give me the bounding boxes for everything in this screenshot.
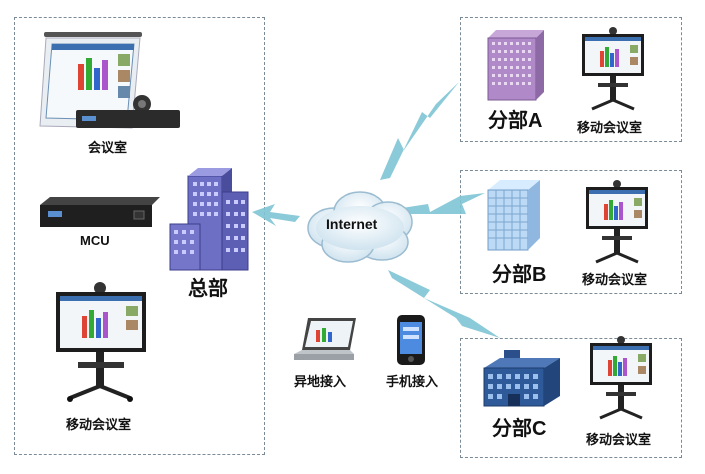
mobile-conference-cart-icon — [56, 282, 146, 402]
hq-region — [14, 17, 265, 455]
phone-access-label: 手机接入 — [386, 374, 439, 389]
branch-b-mobile-room-label: 移动会议室 — [582, 272, 648, 287]
branch-a-mobile-room-label: 移动会议室 — [577, 120, 643, 135]
laptop-icon — [294, 318, 356, 360]
conference-terminal-icon — [76, 95, 180, 128]
branch-c-label: 分部C — [492, 418, 547, 440]
remote-access-label: 异地接入 — [294, 374, 347, 389]
projector-screen-icon — [39, 32, 142, 129]
mobile-phone-icon — [397, 315, 425, 365]
internet-label: Internet — [326, 216, 378, 232]
branch-a-building-icon — [487, 30, 544, 101]
branch-a-label: 分部A — [488, 110, 543, 132]
branch-b-label: 分部B — [492, 264, 547, 286]
internet-cloud-icon — [307, 191, 413, 263]
mcu-label: MCU — [80, 233, 110, 248]
headquarters-label: 总部 — [188, 278, 228, 300]
branch-c-mobile-room-label: 移动会议室 — [586, 432, 652, 447]
branch-b-mobile-cart-icon — [586, 180, 648, 264]
headquarters-building-icon — [169, 168, 249, 271]
branch-b-building-icon — [487, 180, 540, 251]
branch-a-region — [460, 17, 682, 142]
branch-c-mobile-cart-icon — [590, 336, 652, 420]
branch-c-building-icon — [483, 350, 560, 407]
branch-c-region — [460, 338, 682, 458]
mcu-icon — [40, 197, 160, 227]
branch-b-region — [460, 170, 682, 294]
hq-mobile-room-label: 移动会议室 — [66, 417, 132, 432]
branch-a-mobile-cart-icon — [582, 27, 644, 111]
conference-room-label: 会议室 — [88, 140, 128, 155]
